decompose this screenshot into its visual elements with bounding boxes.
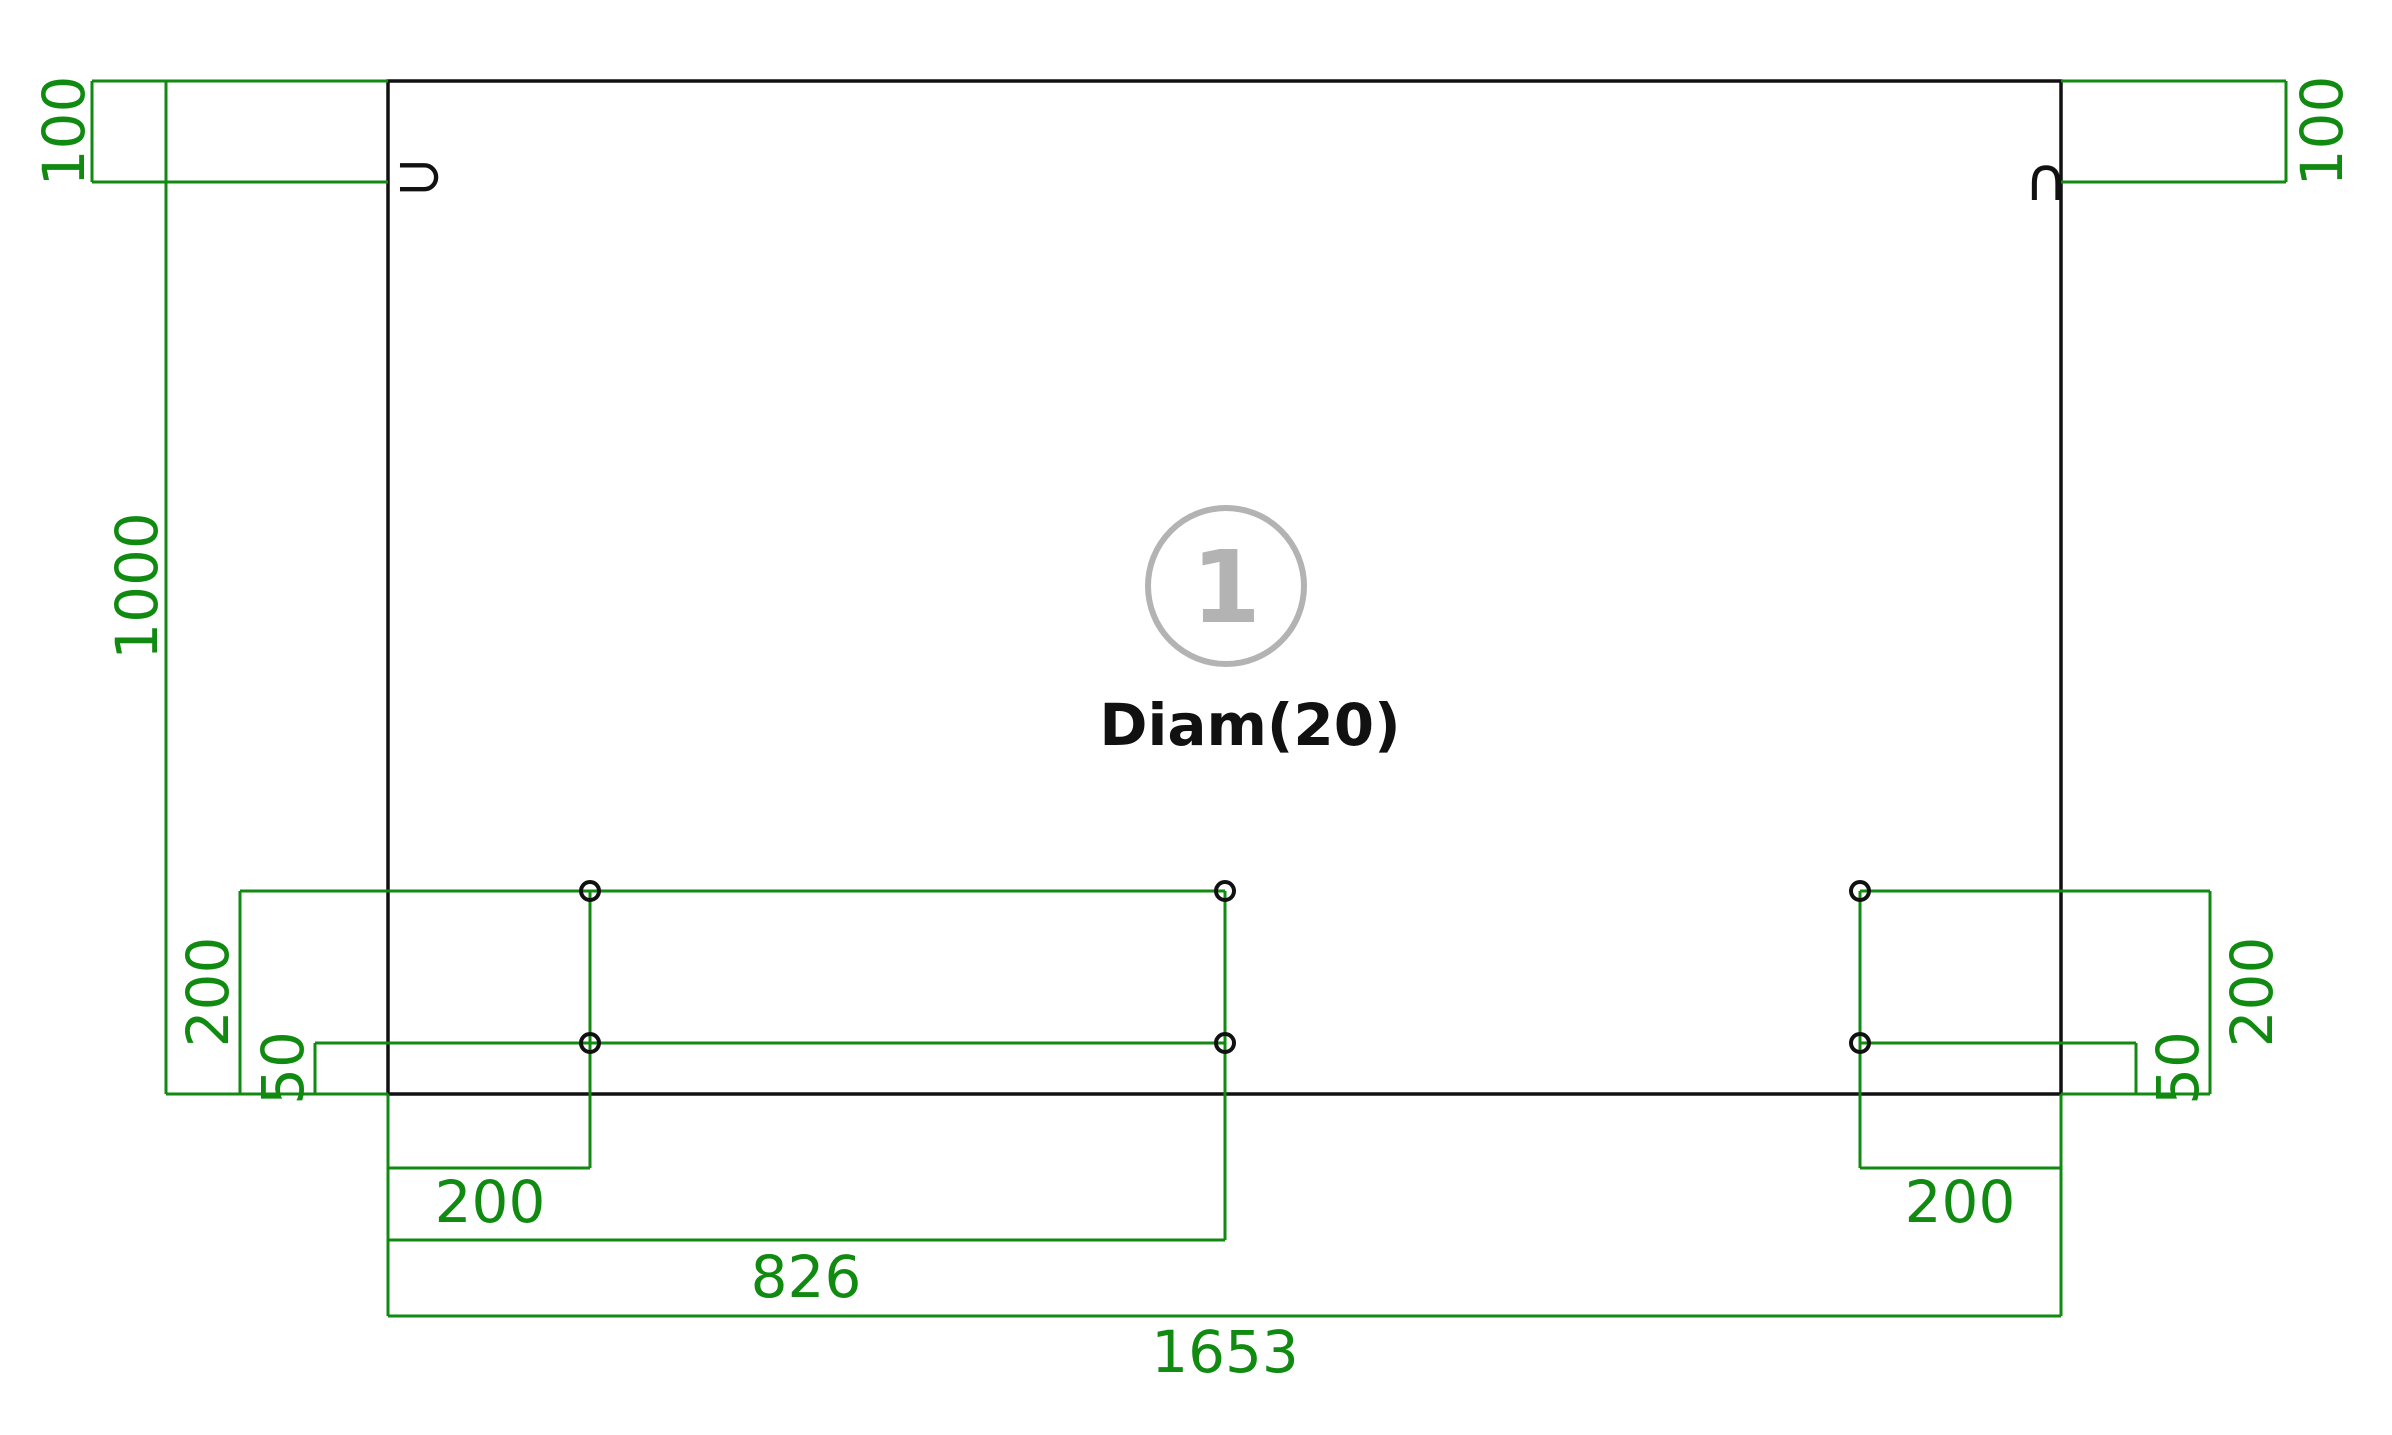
edge-symbol-left: ⊃ — [394, 141, 444, 211]
dim-overall-width-label: 1653 — [1151, 1318, 1299, 1386]
dim-center-hole-rows — [590, 889, 1225, 1045]
dim-height: 1000 — [103, 81, 388, 1096]
dim-bottom-left-hole-label: 200 — [435, 1168, 546, 1236]
hole-top-right — [1849, 880, 1871, 902]
dim-top-right-offset-label: 100 — [2288, 76, 2356, 187]
hole-bottom-right — [1849, 1032, 1871, 1054]
dim-bottom-right-hole: 200 — [1860, 1094, 2063, 1316]
hole-top-left — [579, 880, 601, 902]
dim-bottom-center-hole-label: 826 — [751, 1243, 862, 1311]
dim-right-hole-row-lower-label: 50 — [2144, 1031, 2212, 1105]
hole-top-center — [1214, 880, 1236, 902]
dim-left-hole-row-lower-label: 50 — [249, 1031, 317, 1105]
dim-left-hole-row-upper-label: 200 — [174, 937, 242, 1048]
part-badge-circle — [1145, 505, 1307, 667]
part-number: 1 — [1191, 529, 1261, 646]
dim-top-left-offset: 100 — [30, 76, 388, 187]
dim-bottom-right-hole-label: 200 — [1905, 1168, 2016, 1236]
dim-bottom-center-hole: 826 — [388, 1238, 1225, 1311]
hole-bottom-center — [1214, 1032, 1236, 1054]
dim-overall-width: 1653 — [388, 1314, 2061, 1386]
dim-top-right-offset: 100 — [2061, 76, 2356, 187]
edge-symbol-right: ∩ — [2024, 145, 2068, 215]
dim-left-hole-rows: 200 50 — [174, 889, 590, 1105]
hole-bottom-left — [579, 1032, 601, 1054]
dim-height-label: 1000 — [103, 512, 171, 660]
dim-top-left-offset-label: 100 — [30, 76, 98, 187]
part-badge: 1 — [1145, 505, 1307, 667]
dim-right-hole-rows: 200 50 — [1860, 889, 2286, 1105]
dim-right-hole-row-upper-label: 200 — [2218, 937, 2286, 1048]
hole-diameter-label: Diam(20) — [1099, 691, 1400, 759]
dim-bottom-left-hole: 200 — [386, 1094, 590, 1316]
